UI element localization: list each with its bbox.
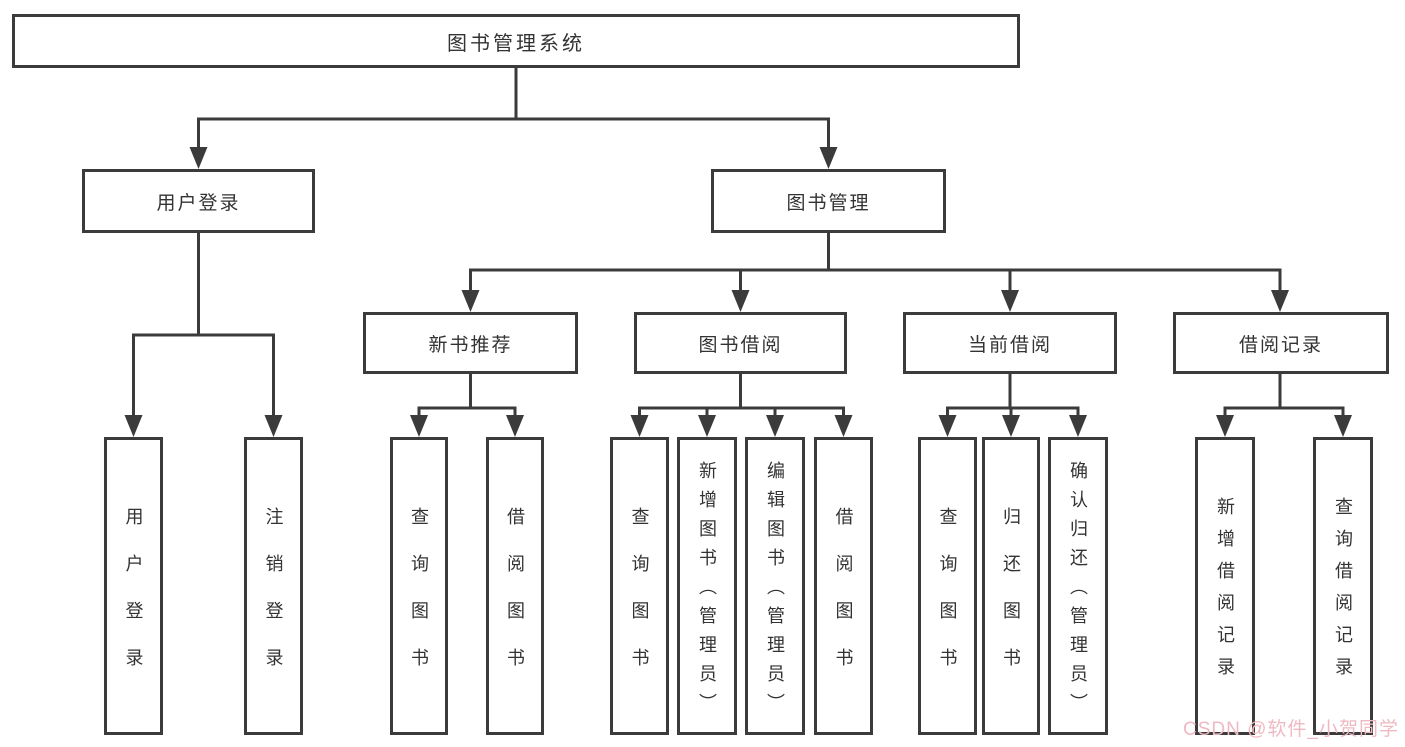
node-add-borrow-record-label: 新增借阅记录 <box>1215 497 1235 689</box>
edge-bookmgmt-to-level3 <box>469 233 1282 303</box>
node-user-login: 用户登录 <box>82 169 315 233</box>
edge-root-to-level2 <box>197 68 830 160</box>
node-add-borrow-record: 新增借阅记录 <box>1195 437 1255 735</box>
node-borrow-books-recommend: 借阅图书 <box>486 437 544 735</box>
edge-newbook-to-leaves <box>417 374 517 428</box>
node-confirm-return-admin-label: 确认归还（管理员） <box>1068 461 1088 722</box>
node-current-borrowing: 当前借阅 <box>903 312 1117 374</box>
node-borrowing-records-label: 借阅记录 <box>1238 334 1323 356</box>
node-edit-book-admin: 编辑图书（管理员） <box>745 437 805 735</box>
node-query-books-borrow-label: 查询图书 <box>629 506 650 695</box>
node-query-books-recommend-label: 查询图书 <box>409 506 429 695</box>
node-confirm-return-admin: 确认归还（管理员） <box>1048 437 1108 735</box>
node-current-borrowing-label: 当前借阅 <box>967 334 1052 356</box>
edge-current-to-leaves <box>946 374 1080 428</box>
node-query-books-current-label: 查询图书 <box>937 506 958 695</box>
node-query-books-recommend: 查询图书 <box>390 437 448 735</box>
edge-borrow-to-leaves <box>638 374 845 428</box>
node-query-borrow-record: 查询借阅记录 <box>1313 437 1373 735</box>
node-new-book-recommend: 新书推荐 <box>363 312 578 374</box>
node-borrow-books: 借阅图书 <box>814 437 873 735</box>
node-book-management: 图书管理 <box>711 169 946 233</box>
node-logout-label: 注销登录 <box>263 506 284 695</box>
edge-userlogin-to-leaves <box>132 233 275 428</box>
csdn-watermark: CSDN @软件_小贺同学 <box>1183 719 1399 740</box>
connector-paths <box>132 68 1345 428</box>
node-borrow-books-recommend-label: 借阅图书 <box>505 506 525 695</box>
node-query-borrow-record-label: 查询借阅记录 <box>1333 497 1353 689</box>
node-user-login-label: 用户登录 <box>156 192 241 214</box>
node-login: 用户登录 <box>104 437 163 735</box>
node-edit-book-admin-label: 编辑图书（管理员） <box>765 461 785 722</box>
node-query-books-current: 查询图书 <box>918 437 977 735</box>
node-query-books-borrow: 查询图书 <box>610 437 669 735</box>
node-return-books-label: 归还图书 <box>1001 506 1021 695</box>
node-login-label: 用户登录 <box>123 506 144 695</box>
node-library-management-system: 图书管理系统 <box>12 14 1020 68</box>
edge-record-to-leaves <box>1223 374 1345 428</box>
node-book-borrowing-label: 图书借阅 <box>698 334 783 356</box>
node-add-book-admin-label: 新增图书（管理员） <box>697 461 717 722</box>
node-book-borrowing: 图书借阅 <box>634 312 847 374</box>
node-book-management-label: 图书管理 <box>786 192 871 214</box>
node-borrow-books-label: 借阅图书 <box>833 506 854 695</box>
node-logout: 注销登录 <box>244 437 303 735</box>
node-return-books: 归还图书 <box>982 437 1040 735</box>
node-new-book-recommend-label: 新书推荐 <box>428 334 513 356</box>
node-add-book-admin: 新增图书（管理员） <box>677 437 737 735</box>
node-library-management-system-label: 图书管理系统 <box>447 32 585 55</box>
node-borrowing-records: 借阅记录 <box>1173 312 1389 374</box>
